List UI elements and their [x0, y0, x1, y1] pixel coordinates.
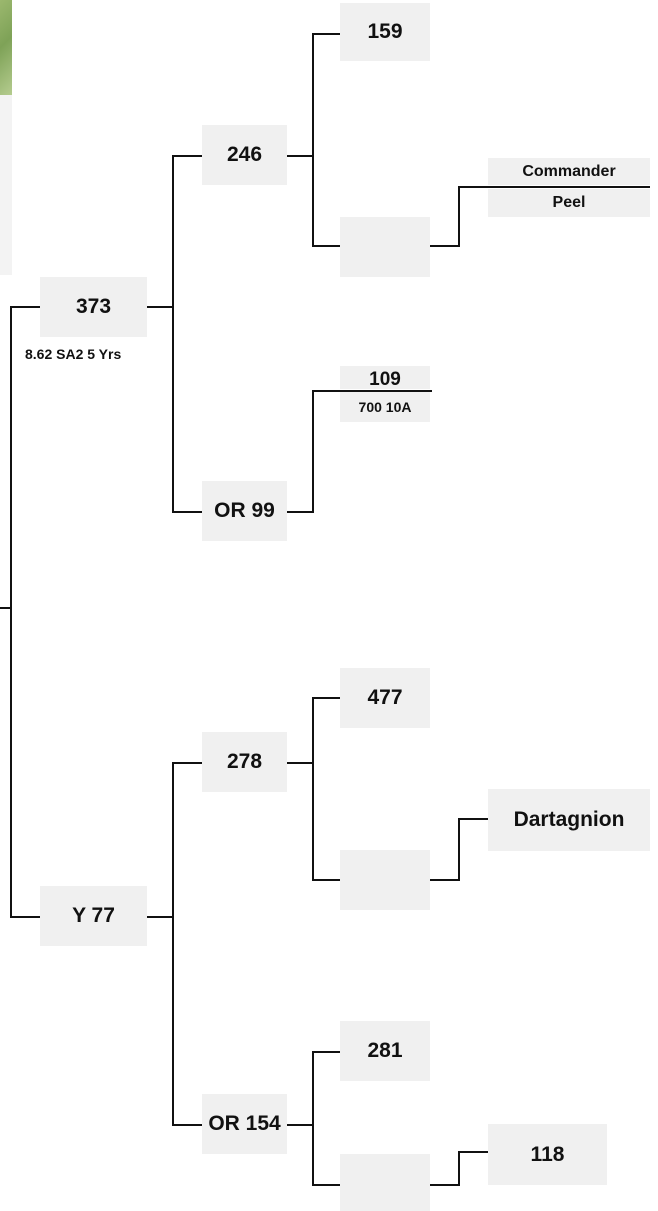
- dam-dam-sire-name: 281: [367, 1039, 403, 1062]
- connector-line: [287, 155, 314, 157]
- connector-line: [312, 1051, 314, 1186]
- connector-line: [287, 511, 314, 513]
- connector-line: [458, 186, 460, 247]
- sire-dam-name: OR 99: [214, 499, 275, 522]
- sire-name: 373: [75, 295, 112, 318]
- sire-dam-sire-box: 109: [340, 366, 430, 389]
- connector-line: [458, 186, 650, 188]
- connector-line: [172, 762, 174, 1126]
- sire-dam-sire-detail-box: 700 10A: [340, 392, 430, 422]
- connector-line: [287, 1124, 314, 1126]
- connector-line: [172, 155, 174, 513]
- dam-sire-dam-box: [340, 850, 430, 910]
- sire-sire-dam-sire-box-lower: Peel: [488, 189, 650, 217]
- sire-dam-sire-detail: 700 10A: [358, 399, 412, 415]
- connector-line: [312, 33, 314, 247]
- connector-line: [147, 306, 174, 308]
- connector-line: [287, 762, 314, 764]
- connector-line: [312, 697, 340, 699]
- connector-line: [312, 1051, 340, 1053]
- dam-sire-dam-sire-box: Dartagnion: [488, 789, 650, 851]
- sire-dam-sire-name: 109: [369, 369, 401, 390]
- dam-sire-sire-name: 477: [367, 686, 403, 709]
- sire-sire-sire-name: 159: [367, 20, 403, 43]
- connector-line: [430, 879, 460, 881]
- connector-line: [312, 390, 432, 392]
- sire-detail: 8.62 SA2 5 Yrs: [25, 346, 122, 362]
- dam-sire-sire-box: 477: [340, 668, 430, 728]
- connector-line: [172, 1124, 202, 1126]
- connector-line: [10, 916, 40, 918]
- connector-line: [312, 33, 340, 35]
- connector-line: [172, 511, 202, 513]
- sire-sire-name: 246: [226, 143, 263, 166]
- connector-line: [458, 1151, 460, 1186]
- dam-dam-dam-box: [340, 1154, 430, 1211]
- connector-line: [458, 818, 488, 820]
- photo-thumbnail: [0, 0, 12, 95]
- connector-line: [430, 245, 460, 247]
- connector-line: [312, 1184, 340, 1186]
- dam-dam-sire-box: 281: [340, 1021, 430, 1081]
- connector-line: [0, 607, 12, 609]
- connector-line: [10, 306, 12, 918]
- connector-line: [10, 306, 40, 308]
- dam-dam-dam-sire-name: 118: [530, 1142, 565, 1166]
- dam-sire-box: 278: [202, 732, 287, 792]
- sire-sire-dam-sire-box: Commander: [488, 158, 650, 185]
- connector-line: [458, 818, 460, 881]
- sire-sire-box: 246: [202, 125, 287, 185]
- connector-line: [458, 1151, 488, 1153]
- dam-box: Y 77: [40, 886, 147, 946]
- connector-line: [312, 245, 340, 247]
- connector-line: [430, 1184, 460, 1186]
- sire-sire-dam-sire-name-line1: Commander: [522, 162, 616, 180]
- side-panel: [0, 95, 12, 275]
- connector-line: [312, 879, 340, 881]
- sire-box: 373: [40, 277, 147, 337]
- dam-dam-name: OR 154: [208, 1112, 281, 1135]
- sire-sire-dam-sire-name-line2: Peel: [552, 194, 586, 211]
- dam-dam-box: OR 154: [202, 1094, 287, 1154]
- connector-line: [172, 155, 202, 157]
- dam-dam-dam-sire-box: 118: [488, 1124, 607, 1185]
- connector-line: [147, 916, 174, 918]
- dam-name: Y 77: [72, 904, 115, 927]
- sire-dam-box: OR 99: [202, 481, 287, 541]
- dam-sire-dam-sire-name: Dartagnion: [513, 808, 625, 831]
- dam-sire-name: 278: [226, 750, 263, 773]
- connector-line: [312, 390, 314, 513]
- sire-sire-dam-box: [340, 217, 430, 277]
- connector-line: [172, 762, 202, 764]
- connector-line: [312, 697, 314, 881]
- sire-sire-sire-box: 159: [340, 3, 430, 61]
